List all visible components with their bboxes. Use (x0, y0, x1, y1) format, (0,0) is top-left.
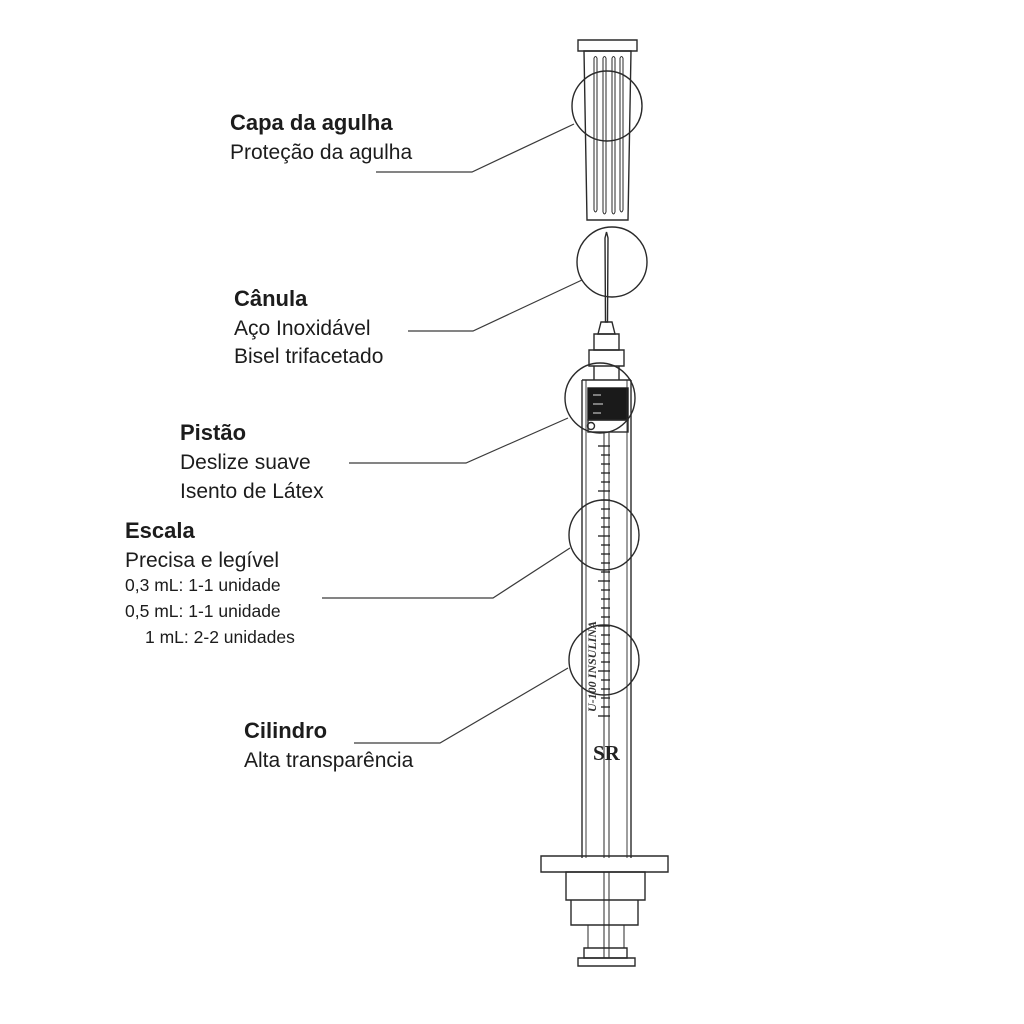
canula-title: Cânula (234, 286, 308, 311)
cylinder-title: Cilindro (244, 718, 328, 743)
scale-desc: Precisa e legível (125, 549, 280, 572)
scale-spec-3: 1 mL: 2-2 unidades (145, 627, 295, 647)
piston-desc-2: Isento de Látex (180, 480, 324, 503)
scale-spec-2: 0,5 mL: 1-1 unidade (125, 601, 281, 621)
brand-mark: SR (593, 741, 621, 765)
cylinder-desc: Alta transparência (244, 749, 414, 772)
syringe-barrel (581, 379, 632, 858)
barrel-magnifier (568, 624, 640, 696)
needle-cap-desc: Proteção da agulha (230, 141, 413, 164)
needle-cap-magnifier (571, 70, 643, 142)
needle-magnifier (576, 226, 648, 298)
scale-title: Escala (125, 518, 195, 543)
finger-flange (540, 855, 669, 958)
canula-desc-2: Bisel trifacetado (234, 345, 384, 368)
needle-cap-title: Capa da agulha (230, 110, 393, 135)
plunger-magnifier (564, 362, 636, 434)
plunger-thumb-press (577, 947, 636, 967)
leader-lines (322, 123, 583, 744)
scale-spec-1: 0,3 mL: 1-1 unidade (125, 575, 281, 595)
piston-title: Pistão (180, 420, 247, 445)
canula-desc-1: Aço Inoxidável (234, 317, 371, 340)
syringe-hub (588, 333, 625, 380)
needle-cap (577, 39, 638, 221)
scale-magnifier (568, 499, 640, 571)
scale-text: U-100 INSULINA (585, 621, 599, 712)
graduation-scale (598, 445, 610, 717)
piston-desc-1: Deslize suave (180, 451, 311, 474)
needle (597, 231, 616, 335)
